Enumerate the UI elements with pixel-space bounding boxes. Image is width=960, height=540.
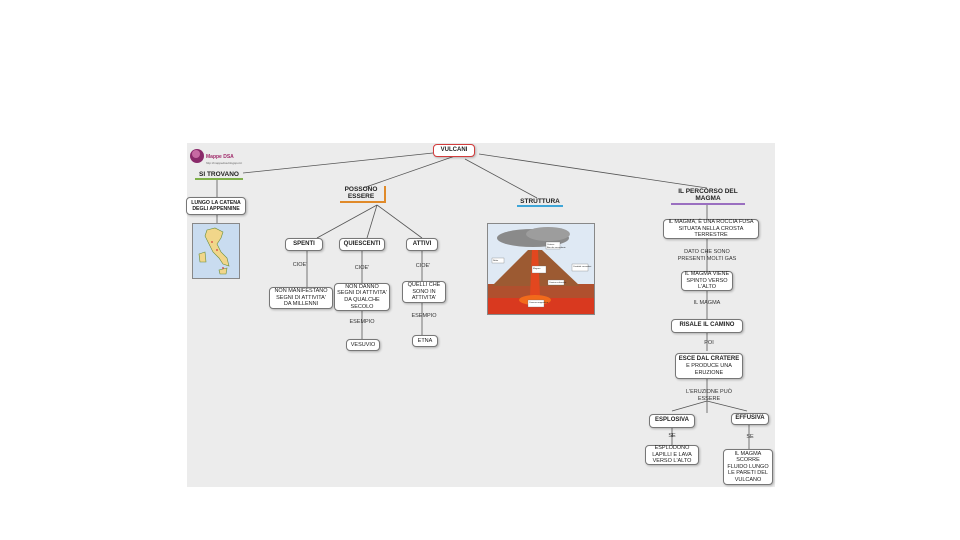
link-spenti-cioe: CIOE' [292, 262, 308, 268]
branch-title-si-trovano: SI TROVANO [195, 171, 243, 181]
label-magma: Magma [533, 268, 541, 270]
node-spenti-desc: NON MANIFESTANO SEGNI DI ATTIVITA' DA MI… [269, 287, 333, 309]
link-eruzione: L'ERUZIONE PUÒ ESSERE [686, 389, 732, 402]
node-catena-appennine: LUNGO LA CATENA DEGLI APPENNINE [186, 197, 246, 215]
node-esplosiva: ESPLOSIVA [649, 414, 695, 428]
node-attivi: ATTIVI [406, 238, 438, 251]
connector-lines [216, 152, 750, 449]
concept-map: Mappe DSA http://mappedsa.blogspot.it VU… [186, 143, 775, 487]
logo-tagline: http://mappedsa.blogspot.it [206, 161, 242, 165]
label-condotti: Condotti secondari [573, 265, 592, 268]
link-quiescenti-esempio: ESEMPIO [349, 319, 375, 325]
node-effusiva: EFFUSIVA [731, 413, 769, 425]
branch-title-percorso-magma: IL PERCORSO DEL MAGMA [671, 188, 745, 205]
node-esce-cratere: ESCE DAL CRATERE E PRODUCE UNA ERUZIONE [675, 353, 743, 379]
node-spenti: SPENTI [285, 238, 323, 251]
esce-cratere-title: ESCE DAL CRATERE [678, 355, 740, 362]
node-spinto-alto: IL MAGMA VIENE SPINTO VERSO L'ALTO [681, 271, 733, 291]
node-risale-camino: RISALE IL CAMINO [671, 319, 743, 333]
node-quiescenti-desc: NON DANNO SEGNI DI ATTIVITA' DA QUALCHE … [334, 283, 390, 311]
logo-name: Mappe DSA [206, 154, 234, 160]
node-attivi-desc: QUELLI CHE SONO IN ATTIVITA' [402, 281, 446, 303]
label-bocche: Bocche secondarie [547, 246, 566, 249]
label-camera: Camera magmatica [529, 301, 549, 304]
link-gas: DATO CHE SONO PRESENTI MOLTI GAS [677, 249, 737, 262]
label-camino: Camino vulcanico [549, 282, 567, 284]
link-esplosiva-se: SE [668, 433, 676, 439]
label-cratere: Cratere [547, 243, 555, 246]
label-nube: Nube [493, 260, 499, 262]
link-attivi-esempio: ESEMPIO [411, 313, 437, 319]
mappe-dsa-logo: Mappe DSA http://mappedsa.blogspot.it [189, 145, 249, 169]
link-attivi-cioe: CIOE' [415, 263, 431, 269]
link-il-magma: IL MAGMA [693, 300, 721, 306]
esce-cratere-text: E PRODUCE UNA ERUZIONE [686, 363, 732, 376]
root-node: VULCANI [433, 144, 475, 157]
branch-title-struttura: STRUTTURA [517, 198, 563, 208]
branch-title-possono-essere: POSSONO ESSERE [340, 186, 386, 203]
node-etna: ETNA [412, 335, 438, 347]
node-esplosiva-desc: ESPLODONO LAPILLI E LAVA VERSO L'ALTO [645, 445, 699, 465]
volcano-structure-image: Cratere Camino vulcanico Nube Magma Cond… [487, 223, 595, 315]
italy-map-image [192, 223, 240, 279]
node-effusiva-desc: IL MAGMA SCORRE FLUIDO LUNGO LE PARETI D… [723, 449, 773, 485]
node-vesuvio: VESUVIO [346, 339, 380, 351]
node-magma-roccia: IL MAGMA, È UNA ROCCIA FUSA SITUATA NELL… [663, 219, 759, 239]
link-poi: POI [704, 340, 714, 346]
head-icon: Mappe DSA http://mappedsa.blogspot.it [190, 149, 242, 165]
link-quiescenti-cioe: CIOE' [354, 265, 370, 271]
node-quiescenti: QUIESCENTI [339, 238, 385, 251]
link-effusiva-se: SE [746, 434, 754, 440]
